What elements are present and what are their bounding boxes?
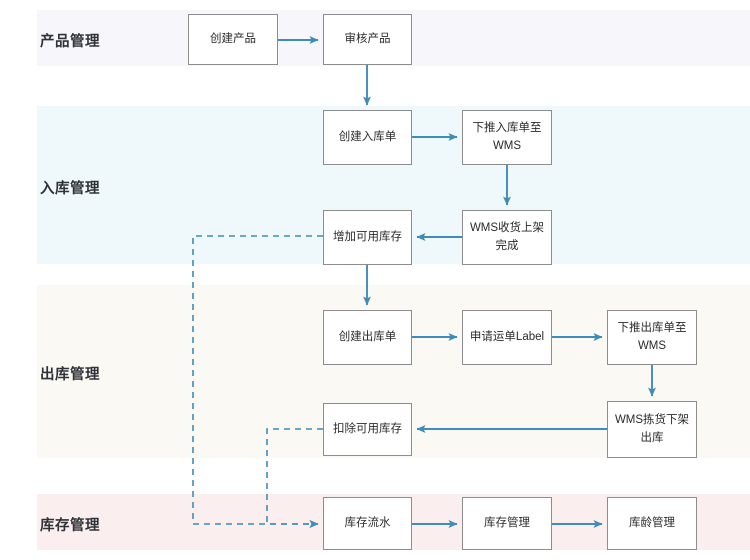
node-stock-management[interactable]: 库存管理 [462, 497, 552, 550]
node-apply-waybill-label[interactable]: 申请运单Label [462, 310, 552, 365]
node-review-product[interactable]: 审核产品 [323, 14, 412, 65]
node-wms-receive-done[interactable]: WMS收货上架 完成 [462, 210, 552, 265]
node-deduct-available[interactable]: 扣除可用库存 [323, 403, 412, 456]
swimlane-label-inbound: 入库管理 [40, 181, 100, 197]
node-stock-age-mgmt[interactable]: 库龄管理 [607, 497, 697, 550]
node-push-outbound-wms[interactable]: 下推出库单至 WMS [607, 310, 697, 365]
node-add-available-stock[interactable]: 增加可用库存 [323, 210, 412, 265]
node-stock-ledger[interactable]: 库存流水 [323, 497, 412, 550]
node-push-inbound-wms[interactable]: 下推入库单至 WMS [462, 110, 552, 165]
swimlane-label-inventory: 库存管理 [40, 518, 100, 534]
node-create-product[interactable]: 创建产品 [188, 14, 278, 65]
node-wms-pick-out[interactable]: WMS拣货下架 出库 [607, 401, 697, 458]
swimlane-label-product: 产品管理 [40, 34, 100, 50]
swimlane-label-outbound: 出库管理 [40, 367, 100, 383]
node-create-outbound[interactable]: 创建出库单 [323, 310, 412, 365]
node-create-inbound[interactable]: 创建入库单 [323, 110, 412, 165]
